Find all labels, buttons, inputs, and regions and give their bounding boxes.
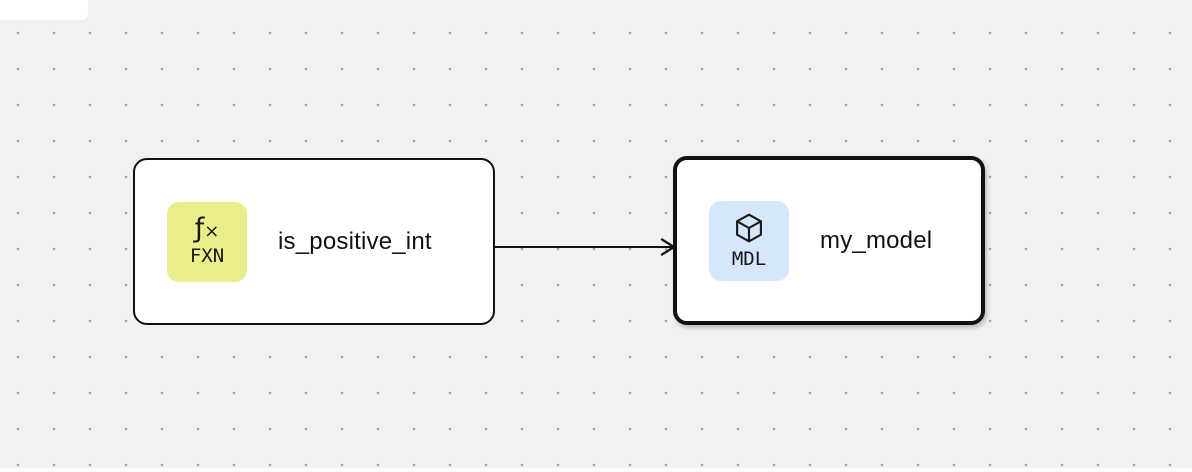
function-symbol-icon: ƒ× (194, 212, 220, 244)
node-label: my_model (820, 226, 933, 254)
cube-icon (736, 213, 762, 242)
fx-glyph-f: ƒ (194, 212, 205, 244)
model-type-badge: MDL (709, 200, 789, 281)
canvas-bottom-strip (0, 468, 1192, 472)
node-is-positive-int[interactable]: ƒ× FXN is_positive_int (133, 158, 495, 325)
node-my-model[interactable]: MDL my_model (673, 156, 985, 325)
node-type-tag: FXN (189, 245, 225, 268)
node-label: is_positive_int (278, 227, 432, 255)
node-type-tag: MDL (731, 247, 767, 270)
canvas-corner-overlay (0, 0, 88, 20)
function-type-badge: ƒ× FXN (167, 201, 247, 282)
edge-is-positive-int-to-my-model[interactable] (493, 235, 683, 259)
fx-glyph-x: × (204, 220, 220, 242)
